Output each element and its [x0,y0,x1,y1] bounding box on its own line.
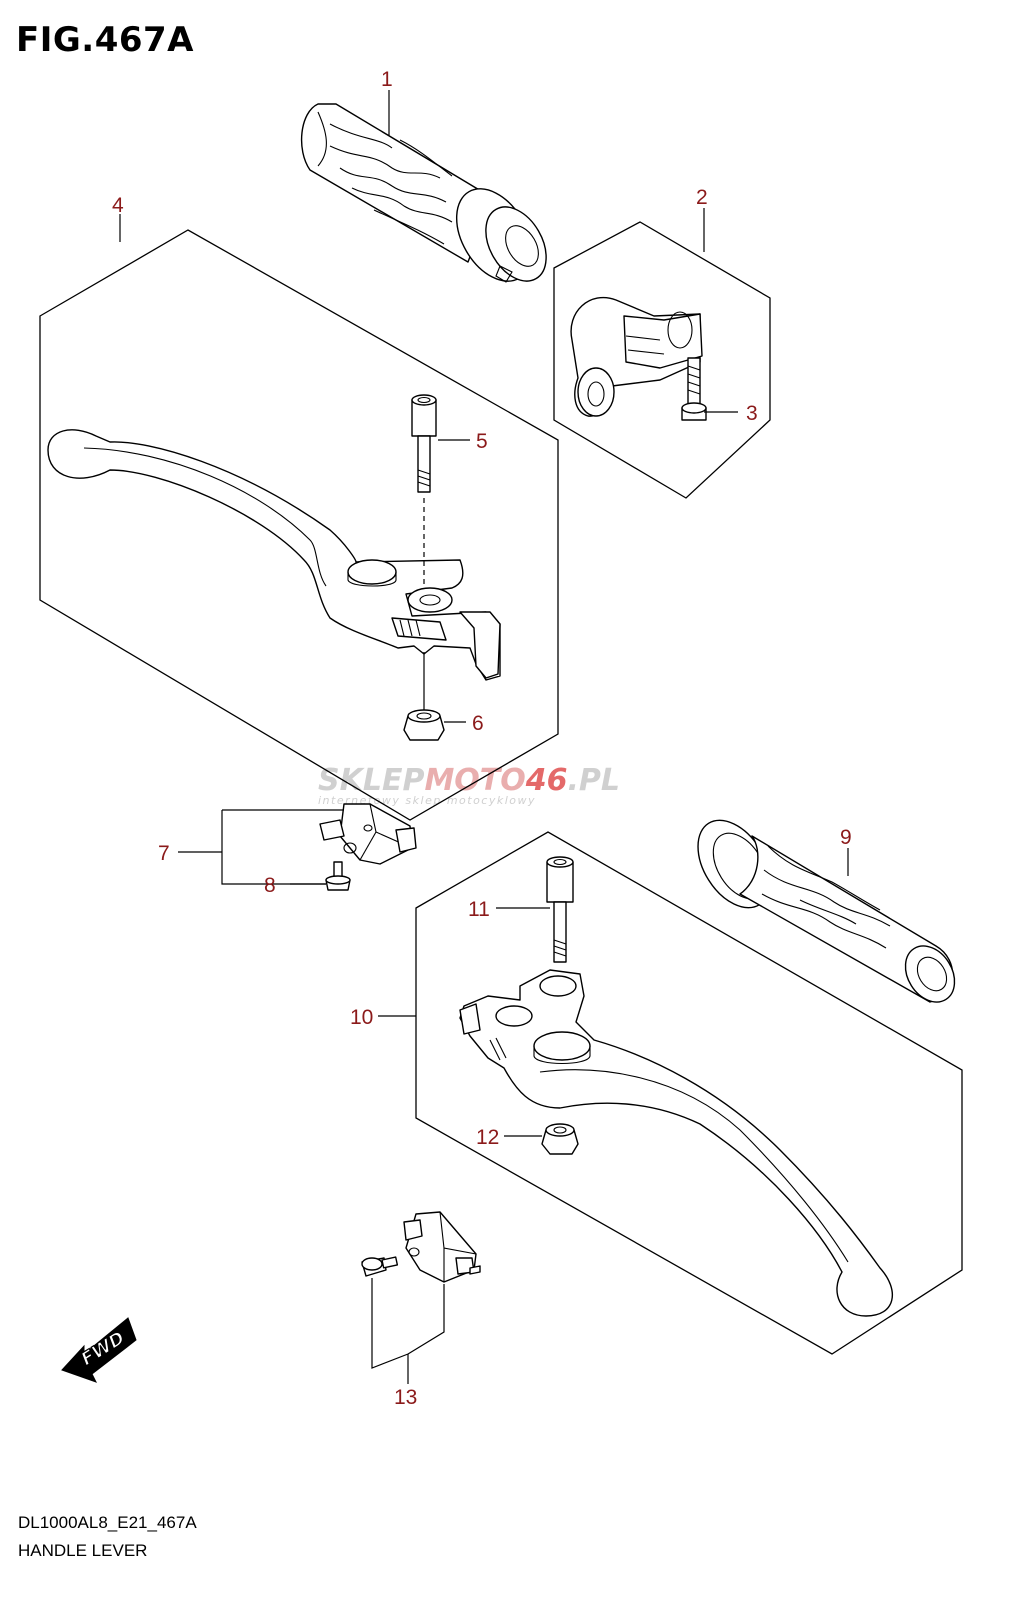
callout-5: 5 [476,430,488,453]
screw-part-13 [361,1256,399,1277]
pivot-bolt-part-5 [411,394,437,586]
callout-12: 12 [476,1126,499,1149]
brake-lever-part-4 [47,429,501,681]
callout-6: 6 [472,712,484,735]
watermark-pl: .PL [568,763,621,798]
pivot-bolt-part-11 [546,856,574,963]
callout-11: 11 [468,898,490,921]
callout-1: 1 [381,68,393,91]
kit-box-part-10 [415,831,963,1355]
nut-part-6 [403,652,445,741]
watermark: SKLEPMOTO46.PL internetowy sklep motocyk… [318,763,620,807]
callout-9: 9 [840,826,852,849]
front-brake-switch-part-7 [319,803,417,865]
bolt-part-3 [681,357,707,421]
fwd-arrow-icon: FWD [61,1317,137,1383]
callout-7: 7 [158,842,170,865]
clutch-lever-part-10 [459,969,894,1317]
kit-box-part-2 [553,221,771,499]
left-grip-part-9 [697,819,956,1003]
callout-10: 10 [350,1006,373,1029]
clamp-part-2 [570,296,703,417]
callout-4: 4 [112,194,124,217]
right-grip-part-1 [300,103,547,283]
diagram-code: DL1000AL8_E21_467A [18,1513,197,1532]
figure-title: FIG.467A [16,20,194,60]
watermark-46: 46 [525,763,568,798]
callout-13: 13 [394,1386,417,1409]
diagram-name: HANDLE LEVER [18,1541,148,1560]
nut-part-12 [541,1123,579,1155]
callout-3: 3 [746,402,758,425]
watermark-moto: MOTO [424,763,525,798]
watermark-sklep: SKLEP [318,763,424,798]
clutch-switch-part-13 [403,1211,481,1283]
callout-8: 8 [264,874,276,897]
callout-2: 2 [696,186,708,209]
svg-text:SKLEPMOTO46.PL: SKLEPMOTO46.PL [318,763,620,798]
kit-box-part-4 [39,229,559,821]
screw-part-8 [325,861,351,891]
